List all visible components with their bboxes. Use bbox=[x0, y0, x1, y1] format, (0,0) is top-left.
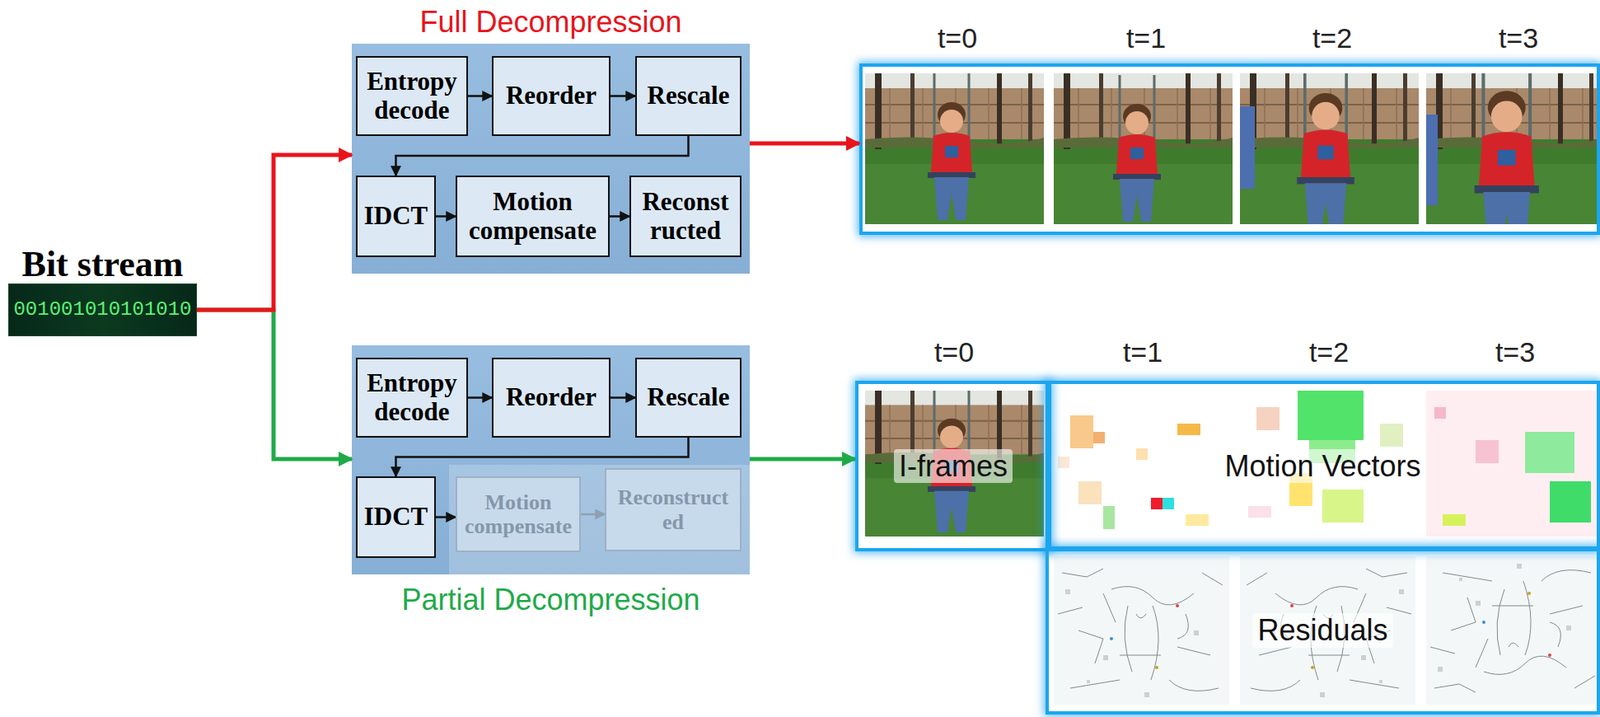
process-box: IDCT bbox=[355, 175, 436, 258]
process-box: Reorder bbox=[491, 357, 611, 438]
time-label: t=3 bbox=[1495, 336, 1535, 369]
process-box: Entropy decode bbox=[355, 357, 468, 438]
step-label: Rescale bbox=[647, 383, 730, 412]
process-box: Reorder bbox=[491, 56, 611, 136]
step-label: Entropy decode bbox=[362, 369, 462, 426]
step-label: Reconstruct ed bbox=[611, 485, 735, 534]
process-box: IDCT bbox=[355, 476, 436, 558]
decoder-panel: Full DecompressionEntropy decodeReorderR… bbox=[351, 43, 750, 274]
bitstream-block: Bit stream001001010101010 bbox=[8, 283, 197, 337]
process-box: Entropy decode bbox=[355, 56, 468, 136]
step-label: IDCT bbox=[364, 201, 429, 231]
step-label: Reconst ructed bbox=[636, 187, 735, 245]
process-box: Reconst ructed bbox=[629, 175, 742, 258]
step-label: Motion compensate bbox=[462, 187, 604, 245]
time-label: t=3 bbox=[1498, 22, 1539, 55]
skipped-box: Reconstruct ed bbox=[604, 467, 742, 552]
panel-title: Partial Decompression bbox=[302, 581, 800, 618]
time-label: t=2 bbox=[1312, 22, 1353, 55]
decoder-panel: Partial DecompressionEntropy decodeReord… bbox=[351, 345, 750, 575]
step-label: Reorder bbox=[505, 383, 597, 412]
frame-group: Motion Vectors bbox=[1045, 380, 1600, 552]
step-label: Motion compensate bbox=[462, 490, 575, 539]
panel-title: Full Decompression bbox=[302, 4, 800, 40]
process-box: Rescale bbox=[635, 56, 742, 136]
process-box: Rescale bbox=[635, 357, 742, 438]
time-label: t=1 bbox=[1126, 22, 1166, 55]
frame-group: Residuals bbox=[1045, 546, 1600, 715]
group-label: I-frames bbox=[893, 449, 1013, 483]
connector-arrow bbox=[749, 141, 860, 146]
time-label: t=0 bbox=[934, 336, 974, 369]
bitstream-title: Bit stream bbox=[0, 244, 221, 285]
frame-group: t=0t=1t=2t=3 bbox=[859, 63, 1600, 235]
step-label: Rescale bbox=[647, 81, 730, 111]
skipped-box: Motion compensate bbox=[455, 476, 581, 553]
step-label: IDCT bbox=[364, 502, 429, 532]
connector-arrow bbox=[196, 154, 352, 310]
process-box: Motion compensate bbox=[455, 175, 610, 258]
step-label: Reorder bbox=[505, 81, 597, 111]
time-label: t=0 bbox=[937, 22, 978, 55]
step-label: Entropy decode bbox=[362, 67, 462, 125]
time-label: t=2 bbox=[1309, 336, 1349, 369]
frame-group: I-frames bbox=[855, 380, 1052, 552]
time-label: t=1 bbox=[1122, 336, 1163, 369]
connector-arrow bbox=[749, 457, 856, 462]
group-label: Residuals bbox=[1252, 612, 1393, 647]
connector-arrow bbox=[196, 309, 352, 459]
group-label: Motion Vectors bbox=[1219, 449, 1426, 483]
bitstream-bits: 001001010101010 bbox=[9, 284, 197, 336]
